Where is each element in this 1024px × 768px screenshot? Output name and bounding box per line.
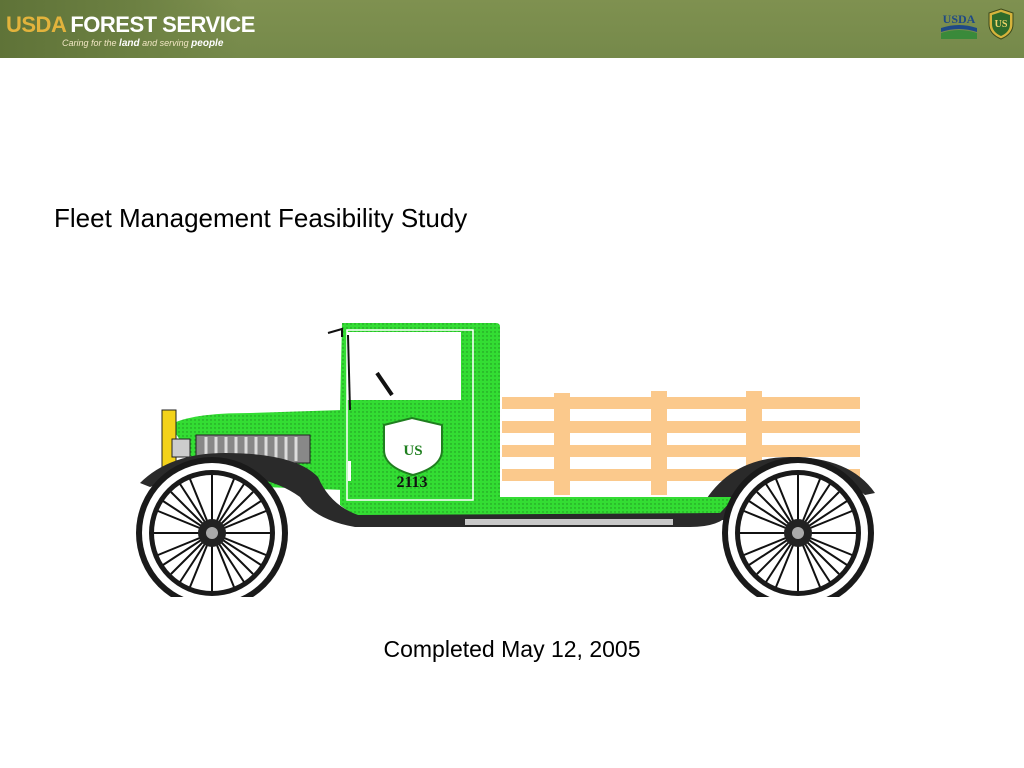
vintage-truck-illustration: US 2113: [136, 323, 875, 597]
stake-bed: [502, 391, 860, 495]
front-wheel: [136, 457, 288, 597]
rear-wheel: [722, 457, 874, 597]
door-shield-emblem: US 2113: [383, 416, 443, 491]
tagline-middle: and serving: [142, 38, 189, 48]
brand-tagline: Caring for the land and serving people: [62, 38, 223, 49]
usda-logo-icon: USDA: [941, 12, 977, 39]
shield-logo-text: US: [995, 19, 1008, 30]
tagline-prefix: Caring for the: [62, 38, 117, 48]
slide-title: Fleet Management Feasibility Study: [54, 203, 468, 233]
door-shield-text: US: [403, 443, 422, 459]
usda-logo-text: USDA: [943, 12, 976, 26]
forest-service-shield-icon: US: [988, 8, 1014, 40]
front-fender: [140, 453, 730, 527]
brand-usda-text: USDA: [6, 12, 67, 37]
header-brand-area: [0, 0, 240, 58]
completion-date: Completed May 12, 2005: [383, 636, 641, 662]
tagline-land: land: [119, 38, 140, 49]
running-board: [465, 519, 673, 525]
door-number-text: 2113: [396, 474, 427, 491]
tagline-people: people: [191, 38, 224, 49]
brand-forest-service-text: FOREST SERVICE: [70, 12, 255, 37]
